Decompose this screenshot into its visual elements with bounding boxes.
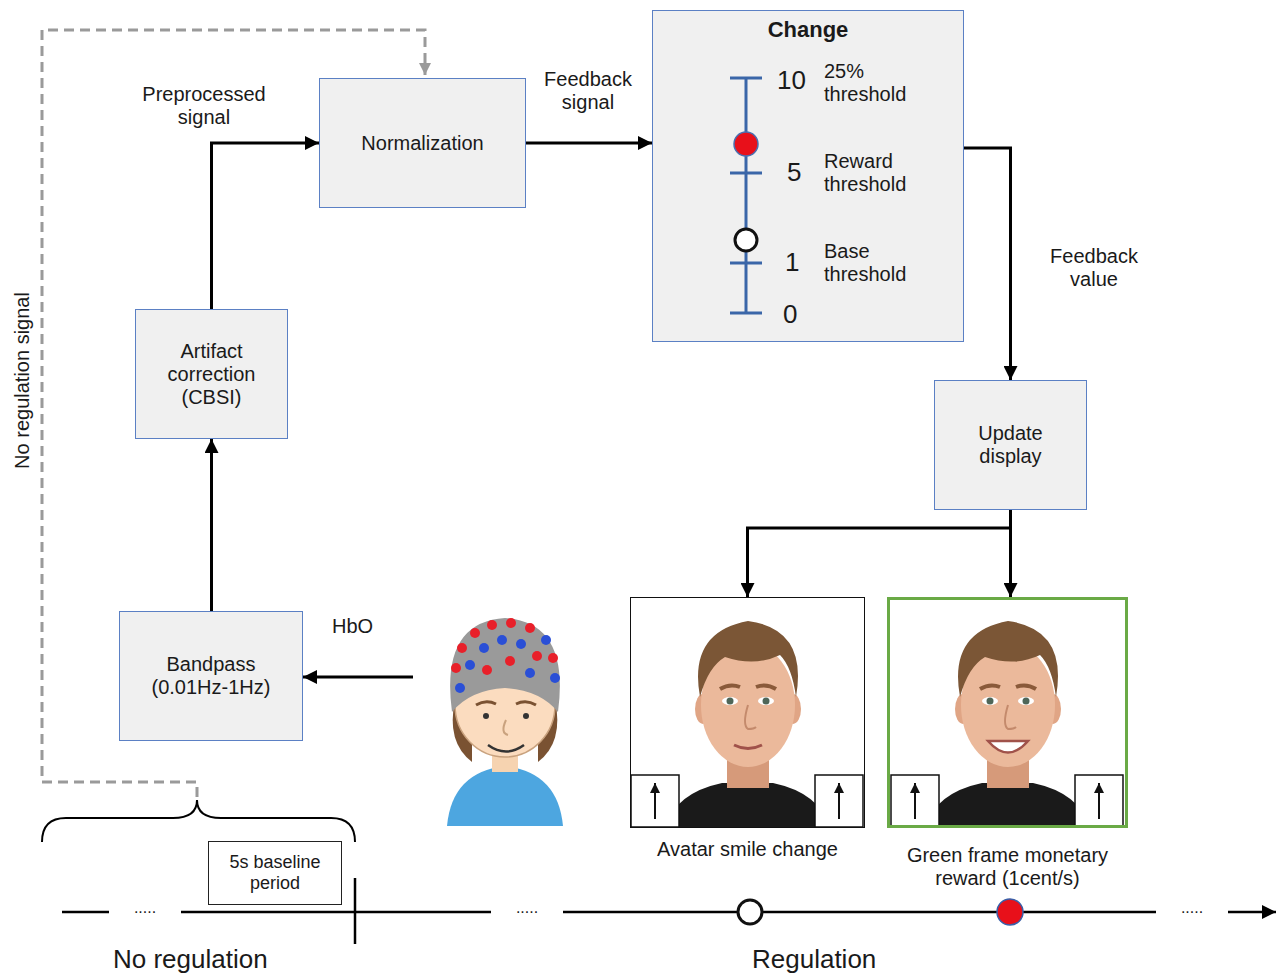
avatar-neutral-part: [734, 745, 762, 749]
timeline-part: [738, 900, 762, 924]
flow-arrow: [210, 439, 213, 611]
timeline-part: [62, 911, 1276, 914]
avatar-smiling: [891, 621, 1123, 828]
reward-frame: Green frame monetary reward (1cent/s): [887, 597, 1128, 828]
avatar-neutral: [631, 621, 863, 828]
avatar-smiling-part: [891, 621, 1123, 828]
participant-figure-part: [470, 628, 480, 638]
flow-arrow: [526, 142, 652, 145]
participant-figure-part: [497, 635, 507, 645]
box-label: Change: [768, 17, 849, 42]
feedback-scale-part: [730, 312, 762, 315]
feedback-scale-part: [735, 229, 757, 251]
baseline-bracket-part: [42, 800, 355, 842]
timeline-ellipsis: .....: [491, 899, 563, 917]
box-label: 5s baseline period: [215, 852, 335, 893]
participant-figure-part: [532, 651, 542, 661]
phase-label: No regulation: [113, 946, 268, 972]
timeline-part: [997, 899, 1023, 925]
edge-label: Feedback signal: [532, 68, 644, 114]
threshold-label: Base threshold: [824, 240, 928, 286]
participant-figure-part: [541, 635, 551, 645]
change-panel-fill: [652, 10, 964, 342]
participant-figure-part: [451, 663, 461, 673]
participant-figure-part: [487, 620, 497, 630]
participant-figure-part: [447, 766, 563, 826]
avatar-smiling-part: [988, 741, 1028, 753]
participant-figure-part: [516, 639, 526, 649]
timeline-ellipsis: .....: [1156, 899, 1228, 917]
phase-label: Regulation: [752, 946, 876, 972]
hbo-arrow: [303, 677, 413, 678]
flow-arrow: [1009, 510, 1012, 597]
process-box: Artifact correction (CBSI): [135, 309, 288, 439]
box-label: Update display: [955, 422, 1066, 468]
box-label: Artifact correction (CBSI): [146, 340, 277, 409]
feedback-scale-part: [745, 78, 748, 313]
loop-label: No regulation signal: [11, 271, 34, 491]
flow-arrow: [748, 510, 1011, 597]
feedback-scale-part: [730, 172, 762, 175]
participant-figure-part: [505, 656, 515, 666]
participant-figure-part: [465, 660, 475, 670]
scale-number: 1: [785, 248, 799, 278]
feedback-scale-part: [730, 77, 762, 80]
box-label: Bandpass (0.01Hz-1Hz): [130, 653, 292, 699]
participant-figure-part: [506, 618, 516, 628]
process-box: Update display: [934, 380, 1087, 510]
scale-number: 5: [787, 158, 801, 188]
avatar-neutral-part: [631, 621, 863, 828]
participant-figure-part: [523, 713, 529, 719]
participant-figure-part: [476, 702, 496, 705]
feedback-panel: Change: [652, 10, 964, 342]
process-box: Normalization: [319, 78, 526, 208]
participant-figure-part: [516, 702, 536, 705]
participant-figure-part: [450, 618, 560, 712]
threshold-label: 25% threshold: [824, 60, 928, 106]
participant-figure-part: [479, 643, 489, 653]
participant-figure-part: [525, 623, 535, 633]
box-label: Normalization: [361, 132, 483, 155]
participant-figure-part: [482, 665, 492, 675]
scale-number: 0: [783, 300, 797, 330]
timeline-part: [354, 878, 357, 944]
feedback-scale-part: [734, 132, 758, 156]
participant-figure-part: [525, 668, 535, 678]
participant-figure-part: [488, 745, 524, 752]
baseline-box: 5s baseline period: [208, 841, 342, 905]
threshold-label: Reward threshold: [824, 150, 928, 196]
participant-figure-part: [483, 713, 489, 719]
timeline-ellipsis: .....: [109, 899, 181, 917]
edge-label: Feedback value: [1038, 245, 1150, 291]
participant-figure-part: [548, 653, 558, 663]
scale-number: 10: [777, 66, 806, 96]
feedback-scale: [730, 78, 762, 313]
participant-figure-part: [455, 683, 465, 693]
participant-figure-part: [457, 643, 467, 653]
edge-label: Preprocessed signal: [129, 83, 279, 129]
hbo-arrow-part: [303, 676, 413, 679]
process-box: Bandpass (0.01Hz-1Hz): [119, 611, 303, 741]
frame-caption: Avatar smile change: [625, 838, 870, 861]
flow-arrow: [212, 143, 320, 309]
signal-name: HbO: [332, 615, 392, 638]
participant-figure: [447, 618, 563, 826]
participant-figure-part: [550, 673, 560, 683]
participant-figure-part: [503, 720, 508, 735]
flow-arrow: [964, 148, 1011, 380]
feedback-scale-part: [730, 262, 762, 265]
frame-caption: Green frame monetary reward (1cent/s): [882, 844, 1133, 890]
baseline-bracket: [42, 800, 355, 842]
avatar-frame: Avatar smile change: [630, 597, 865, 828]
